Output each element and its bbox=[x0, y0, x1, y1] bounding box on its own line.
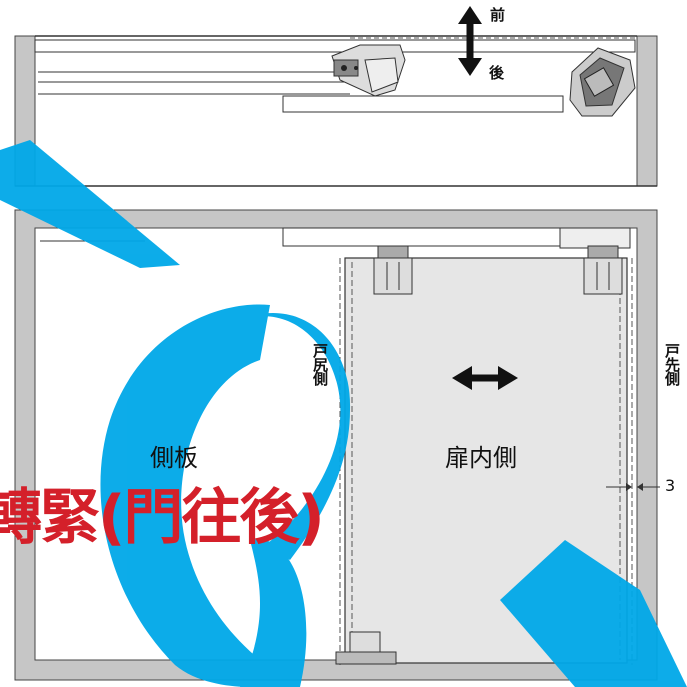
door-top-edge bbox=[282, 95, 564, 113]
label-back: 後 bbox=[489, 64, 505, 82]
door-bracket-right bbox=[583, 245, 623, 295]
front-back-arrow bbox=[458, 6, 482, 76]
top-right-panel bbox=[636, 35, 658, 187]
right-hinge-hardware bbox=[569, 47, 636, 117]
label-door-inside: 扉内側 bbox=[445, 444, 517, 472]
label-gap-value: 3 bbox=[665, 476, 676, 495]
gap-dimension bbox=[606, 483, 660, 491]
label-front: 前 bbox=[490, 6, 506, 24]
bottom-guide bbox=[335, 631, 397, 665]
left-hinge-hardware bbox=[331, 44, 406, 97]
top-rail bbox=[34, 39, 636, 53]
left-right-arrow bbox=[452, 366, 518, 390]
label-door-tip-side: 戸先側 bbox=[663, 343, 681, 385]
label-side-panel: 側板 bbox=[150, 444, 198, 472]
top-view bbox=[14, 6, 658, 187]
watermark bbox=[0, 140, 687, 687]
front-rail bbox=[282, 227, 564, 247]
label-door-tail-side: 戸尻側 bbox=[311, 343, 329, 385]
door-bracket-left bbox=[373, 245, 413, 295]
overlay-instruction-text: 轉緊(門往後) bbox=[0, 483, 325, 553]
